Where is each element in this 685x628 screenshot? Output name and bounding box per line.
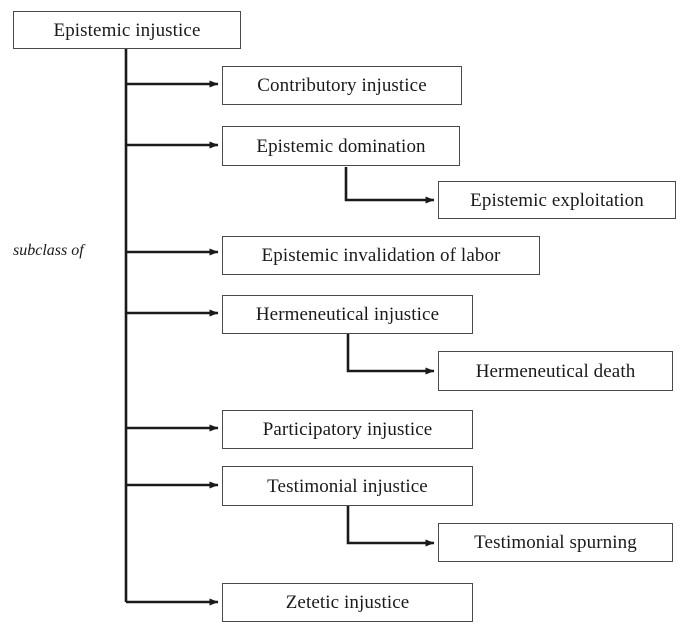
- node-label: Epistemic injustice: [53, 19, 201, 41]
- elbow-arrow-testimonial-spurning: [346, 505, 435, 547]
- node-label: Zetetic injustice: [285, 592, 410, 613]
- node-epistemic-invalidation-of-labor[interactable]: Epistemic invalidation of labor: [222, 236, 540, 275]
- node-label: Testimonial spurning: [474, 532, 637, 553]
- node-label: Participatory injustice: [262, 419, 433, 440]
- node-label: Epistemic invalidation of labor: [261, 245, 501, 266]
- node-label: Hermeneutical injustice: [255, 304, 440, 325]
- node-root-epistemic-injustice[interactable]: Epistemic injustice: [13, 11, 241, 49]
- node-zetetic-injustice[interactable]: Zetetic injustice: [222, 583, 473, 622]
- node-epistemic-domination[interactable]: Epistemic domination: [222, 126, 460, 166]
- node-label: Contributory injustice: [257, 75, 427, 96]
- node-label: Epistemic domination: [256, 135, 426, 157]
- node-participatory-injustice[interactable]: Participatory injustice: [222, 410, 473, 449]
- node-label: Testimonial injustice: [267, 475, 428, 497]
- node-testimonial-injustice[interactable]: Testimonial injustice: [222, 466, 473, 506]
- elbow-arrow-epistemic-exploitation: [344, 167, 435, 204]
- node-contributory-injustice[interactable]: Contributory injustice: [222, 66, 462, 105]
- node-label: Epistemic exploitation: [470, 189, 644, 211]
- node-hermeneutical-death[interactable]: Hermeneutical death: [438, 351, 673, 391]
- node-testimonial-spurning[interactable]: Testimonial spurning: [438, 523, 673, 562]
- node-label: Hermeneutical death: [475, 360, 636, 382]
- node-epistemic-exploitation[interactable]: Epistemic exploitation: [438, 181, 676, 219]
- edge-relation-label-subclass-of: subclass of: [13, 242, 84, 260]
- elbow-arrow-hermeneutical-death: [346, 333, 435, 375]
- node-hermeneutical-injustice[interactable]: Hermeneutical injustice: [222, 295, 473, 334]
- edge-relation-label-text: subclass of: [13, 242, 84, 259]
